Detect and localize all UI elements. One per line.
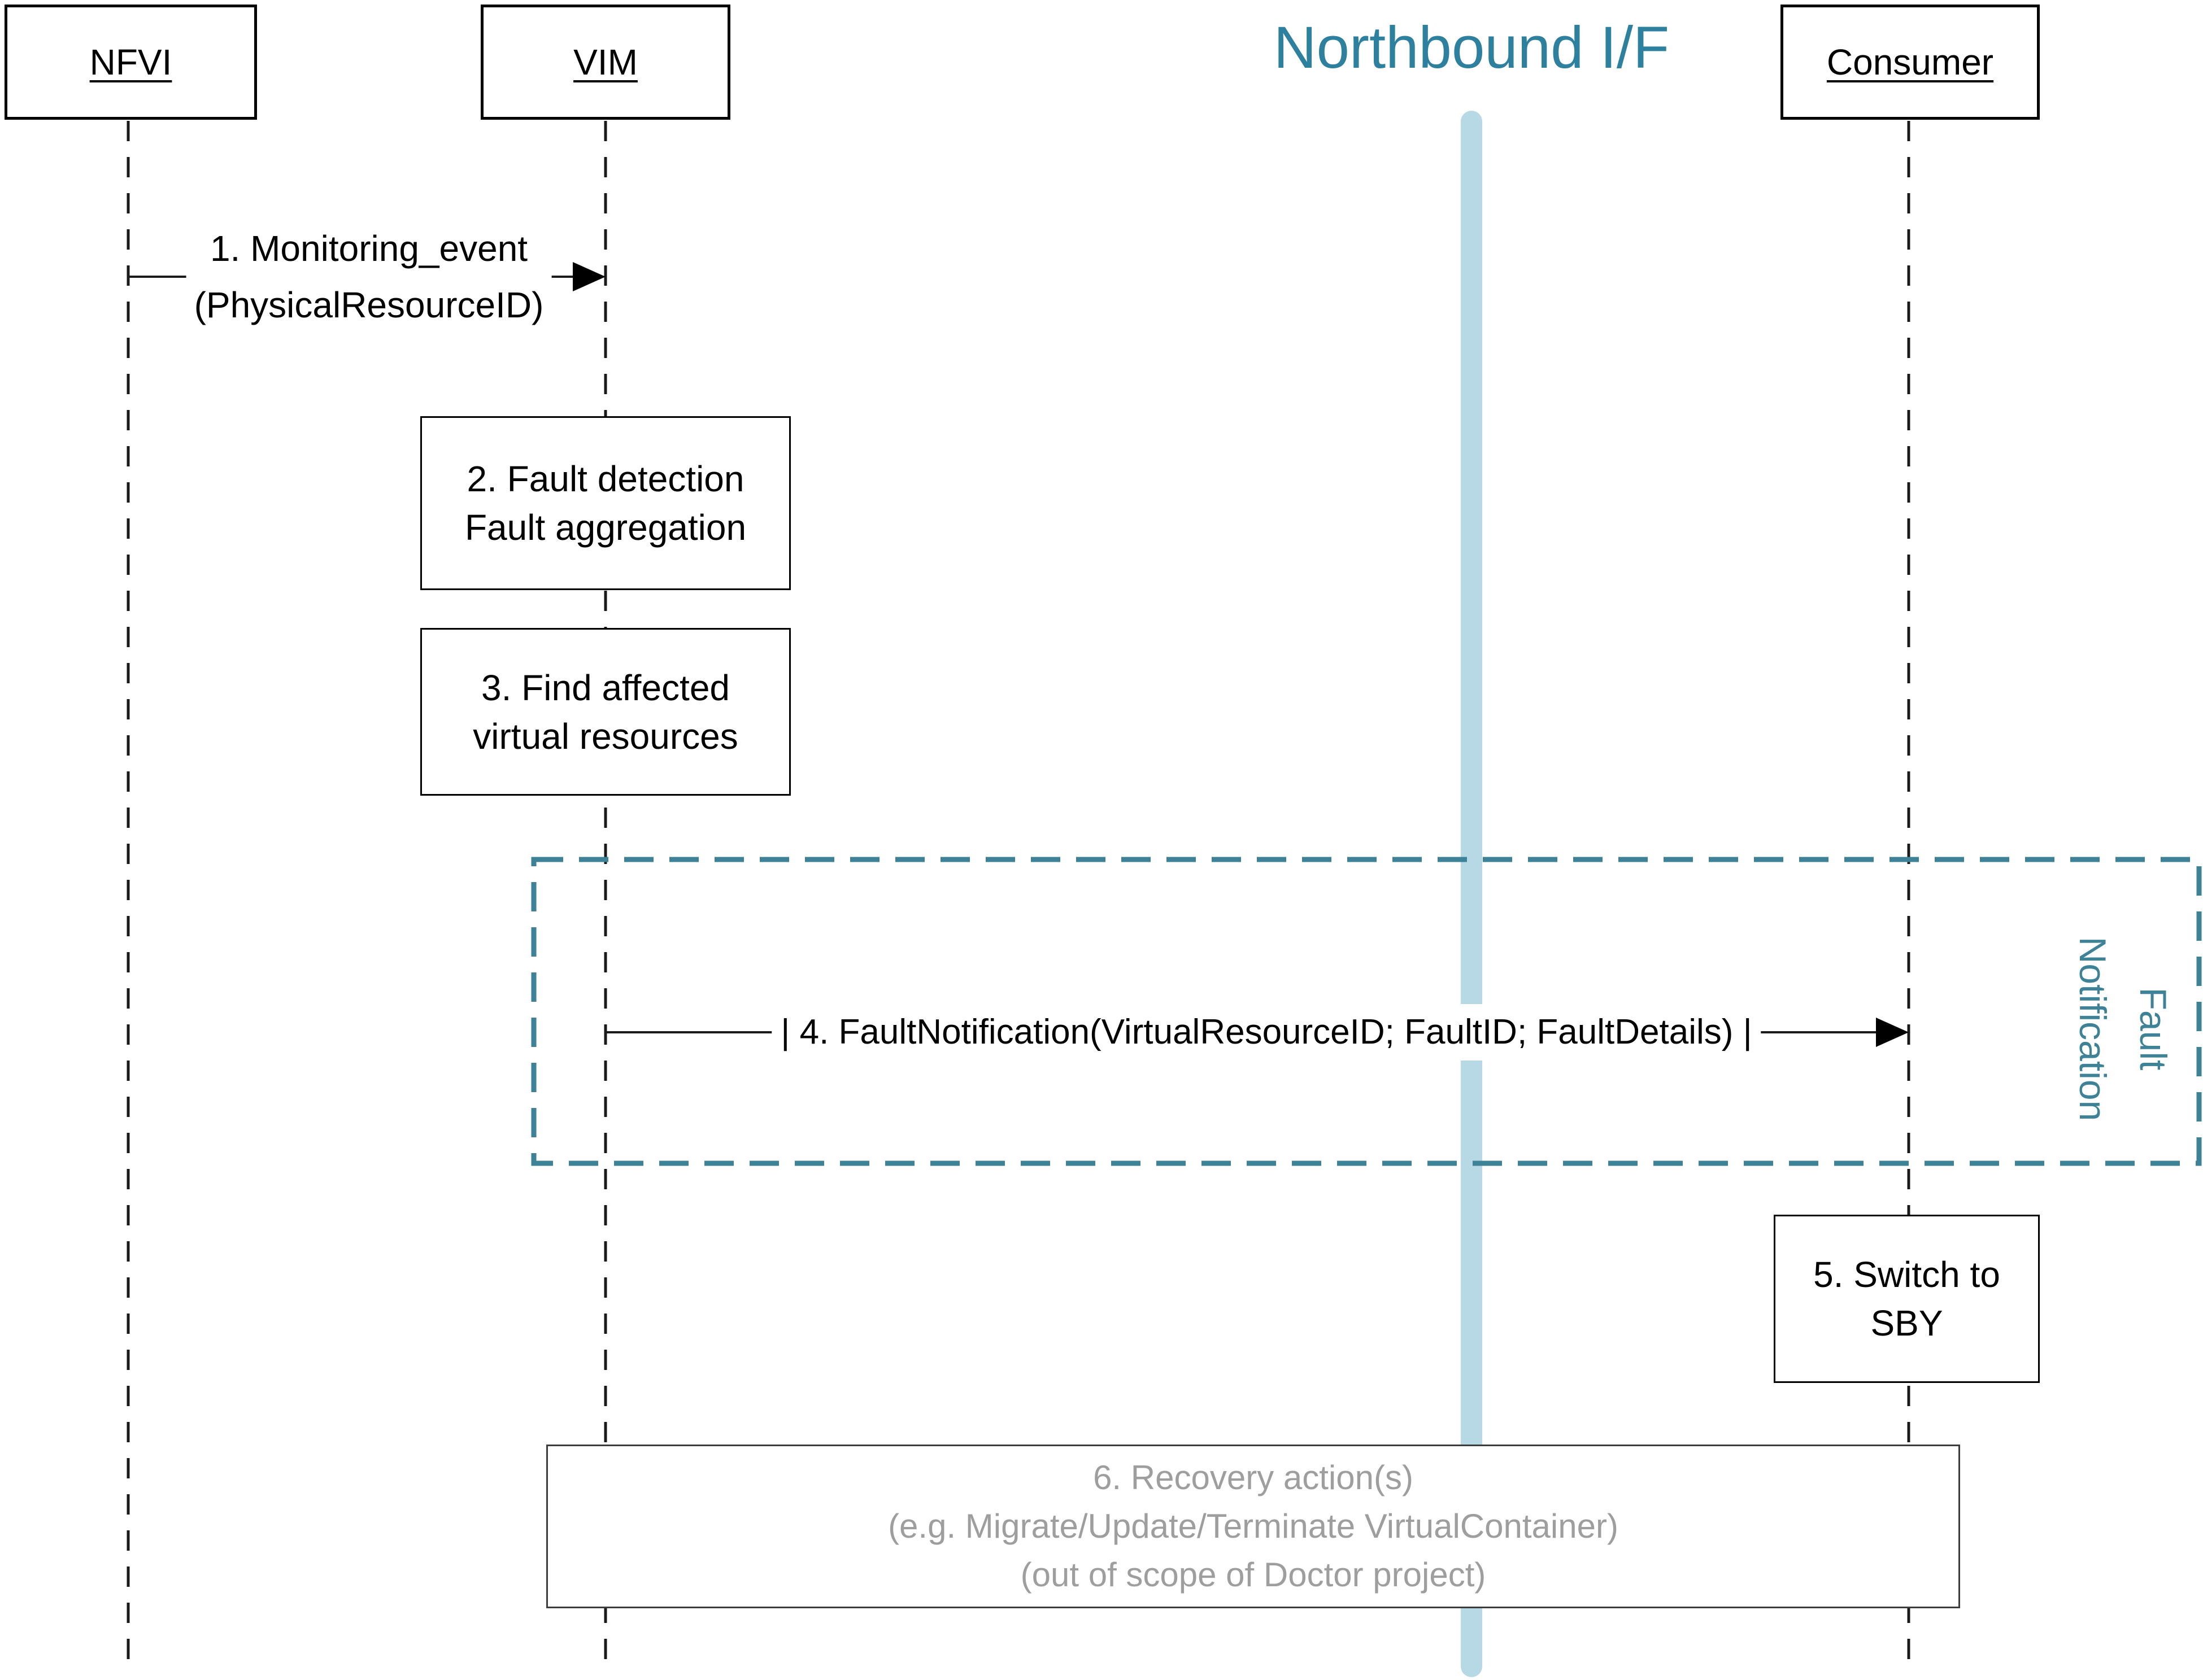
step6-recovery-actions-box: 6. Recovery action(s) (e.g. Migrate/Upda… [546, 1445, 1960, 1608]
actor-label-consumer: Consumer [1826, 42, 1994, 82]
fault-notification-frame-label: Fault Notification [2062, 896, 2183, 1162]
actor-box-vim: VIM [481, 5, 730, 120]
northbound-lifeline-band [1461, 111, 1482, 1677]
step5-line2: SBY [1870, 1303, 1943, 1343]
step2-line1: 2. Fault detection [467, 459, 745, 499]
step3-line2: virtual resources [473, 715, 738, 757]
step6-line1: 6. Recovery action(s) [1093, 1459, 1413, 1496]
message1-label-line1: 1. Monitoring_event [210, 228, 528, 269]
frame-label-line2: Notification [2072, 936, 2114, 1122]
step2-line2: Fault aggregation [464, 507, 747, 548]
message1-label-line2: (PhysicalResourceID) [194, 285, 544, 325]
actor-box-nfvi: NFVI [5, 5, 257, 120]
step5-line1: 5. Switch to [1813, 1254, 2000, 1295]
step5-switch-to-sby-box: 5. Switch to SBY [1774, 1215, 2040, 1383]
step6-line3: (out of scope of Doctor project) [1020, 1556, 1486, 1594]
message4-arrowhead-icon [1876, 1018, 1909, 1047]
actor-box-consumer: Consumer [1780, 5, 2040, 120]
fault-notification-frame [531, 857, 2202, 1166]
step6-line2: (e.g. Migrate/Update/Terminate VirtualCo… [888, 1507, 1618, 1545]
actor-label-nfvi: NFVI [89, 42, 172, 82]
step3-line1: 3. Find affected [481, 667, 730, 708]
message1-arrowhead-icon [573, 262, 606, 291]
step2-fault-detection-box: 2. Fault detection Fault aggregation [420, 416, 791, 590]
actor-label-vim: VIM [573, 42, 638, 82]
frame-label-line1: Fault [2132, 987, 2174, 1071]
northbound-interface-title: Northbound I/F [1273, 15, 1670, 81]
message4-label: | 4. FaultNotification(VirtualResourceID… [772, 1004, 1761, 1061]
step3-find-affected-box: 3. Find affected virtual resources [420, 628, 791, 796]
message1-label: 1. Monitoring_event (PhysicalResourceID) [186, 220, 552, 333]
